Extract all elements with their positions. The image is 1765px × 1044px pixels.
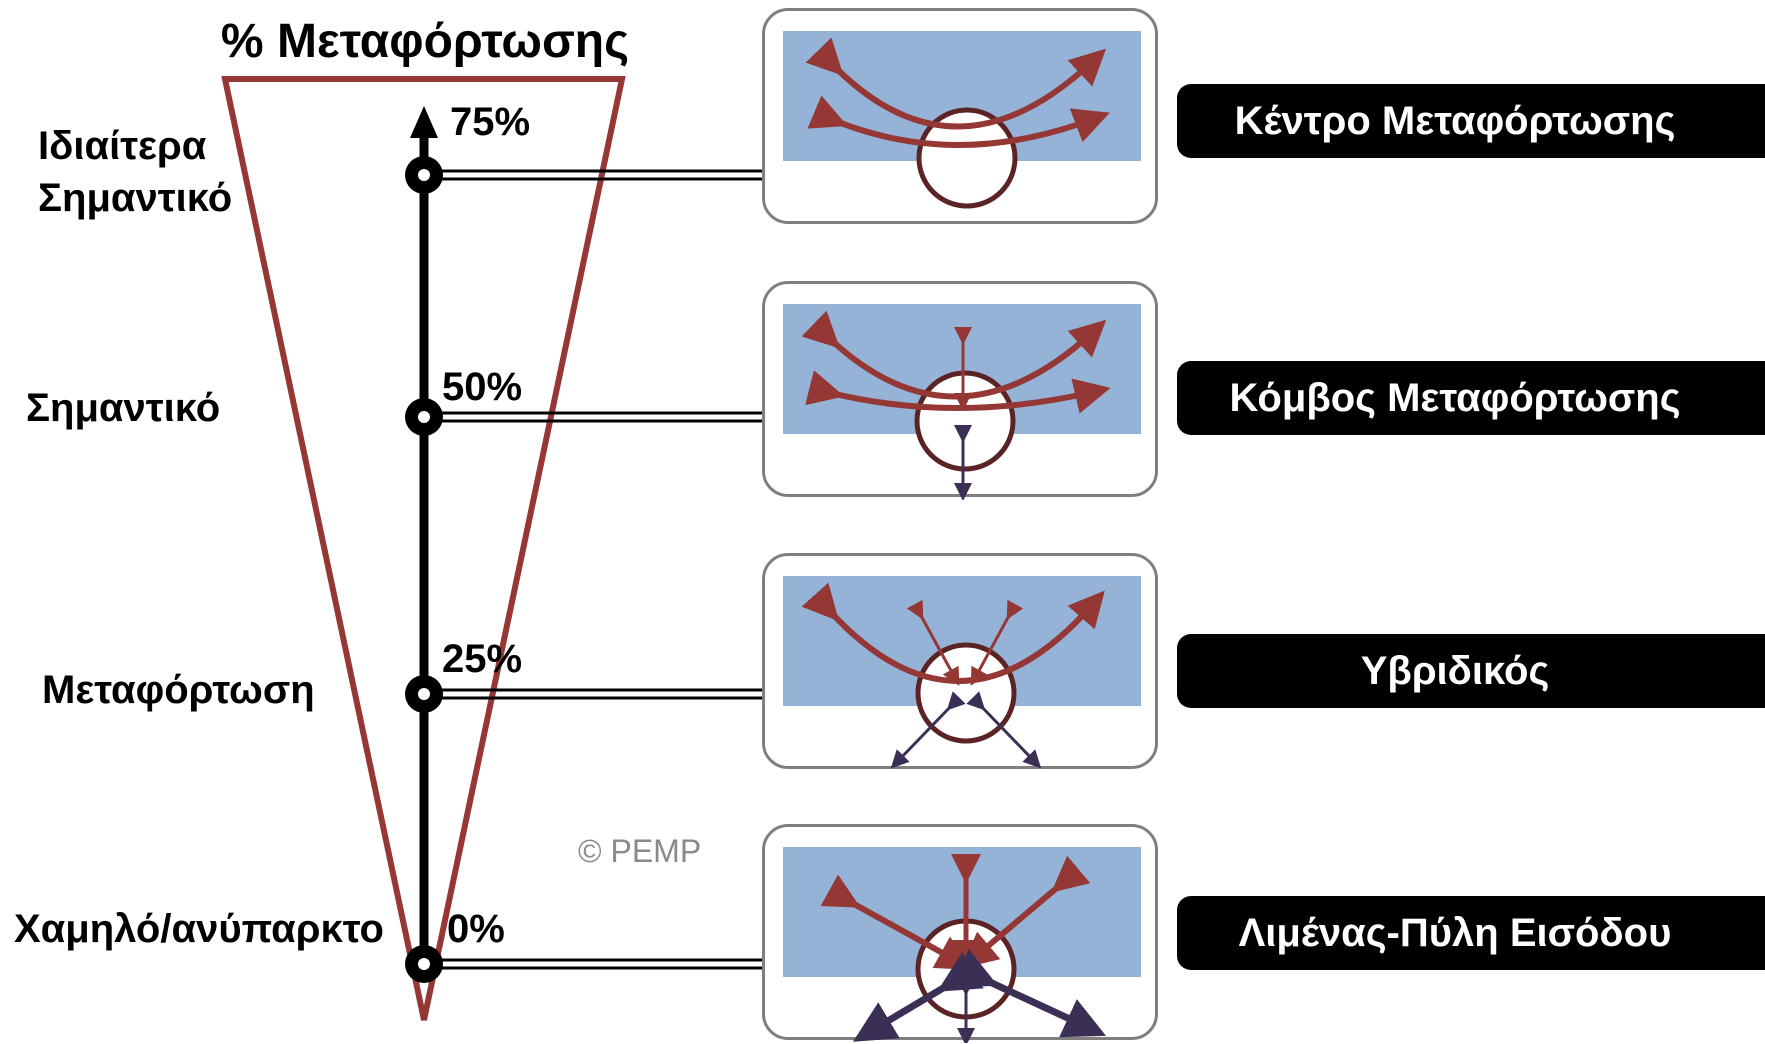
hub-illustration (783, 31, 1141, 209)
connector-75 (440, 169, 765, 181)
level-label-important: Σημαντικό (26, 386, 221, 430)
transshipment-percentage-triangle (221, 76, 626, 1021)
gateway-illustration (783, 847, 1141, 1043)
hinterland-arrow (890, 691, 966, 769)
transshipment-arrow (801, 582, 1105, 684)
panel-transshipment-node (762, 281, 1158, 500)
transshipment-arrow (807, 95, 1110, 148)
axis-marker-75 (405, 156, 443, 194)
category-label-hybrid: Υβριδικός (1177, 634, 1765, 708)
percent-0: 0% (447, 907, 505, 951)
sea-arrow (961, 855, 1091, 969)
panel-hybrid (762, 553, 1158, 769)
copyright-text: © PEMP (578, 833, 702, 869)
axis-arrowhead-icon (410, 106, 438, 138)
category-label-node: Κόμβος Μεταφόρτωσης (1177, 361, 1765, 435)
category-label-hub: Κέντρο Μεταφόρτωσης (1177, 84, 1765, 158)
node-illustration (783, 304, 1141, 500)
connector-50 (440, 411, 765, 423)
axis-title: % Μεταφόρτωσης (220, 15, 630, 68)
percent-25: 25% (442, 637, 523, 681)
sea-arrow (820, 874, 973, 970)
hinterland-arrow (966, 691, 1042, 769)
axis-marker-25 (405, 675, 443, 713)
connector-0 (440, 958, 765, 970)
axis-marker-0 (405, 945, 443, 983)
axis-marker-50 (405, 398, 443, 436)
sea-feeder-arrow (906, 599, 960, 686)
panel-gateway-port (762, 824, 1158, 1043)
hybrid-illustration (783, 576, 1141, 769)
level-label-transshipment: Μεταφόρτωση (42, 668, 315, 712)
hinterland-arrow (852, 952, 984, 1042)
sea-feeder-arrow (970, 599, 1024, 686)
hinterland-arrow (951, 949, 1107, 1038)
level-label-low-nonexistent: Χαμηλό/ανύπαρκτο (14, 907, 384, 951)
connector-25 (440, 688, 765, 700)
category-label-gateway: Λιμένας-Πύλη Εισόδου (1177, 896, 1765, 970)
percent-50: 50% (442, 365, 523, 409)
panel-transshipment-hub (762, 8, 1158, 224)
percent-75: 75% (450, 100, 531, 144)
